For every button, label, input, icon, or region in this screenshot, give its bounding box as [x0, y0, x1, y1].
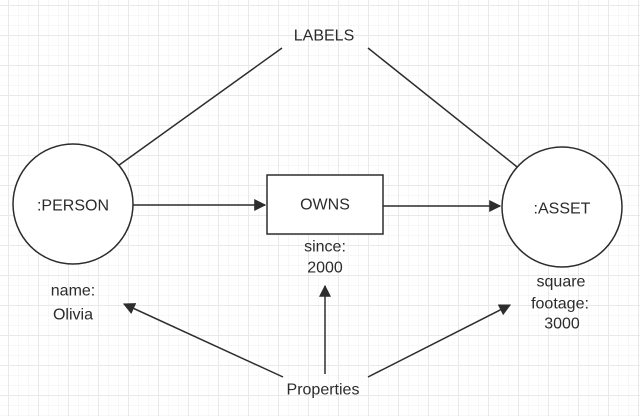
owns-relationship-label: OWNS: [300, 197, 350, 214]
name-property-line1: name:: [51, 283, 95, 300]
footage-property-line1: square: [537, 274, 586, 291]
since-property-line1: since:: [304, 239, 346, 256]
asset-node-label: :ASSET: [534, 201, 591, 218]
properties-to-footage-arrow: [367, 304, 512, 378]
footage-property-line3: 3000: [544, 316, 580, 333]
person-node-label: :PERSON: [37, 198, 109, 215]
since-property-line2: 2000: [307, 260, 343, 277]
labels-annotation: LABELS: [294, 28, 354, 45]
footage-property-line2: footage:: [531, 296, 589, 313]
labels-to-person-arrow: [89, 47, 283, 187]
person-node: [12, 143, 134, 265]
labels-to-asset-arrow: [367, 47, 542, 187]
asset-node: [501, 146, 623, 268]
owns-relationship-box: [266, 174, 384, 235]
properties-annotation: Properties: [287, 382, 360, 399]
properties-to-name-arrow: [122, 303, 284, 378]
name-property-line2: Olivia: [53, 307, 93, 324]
